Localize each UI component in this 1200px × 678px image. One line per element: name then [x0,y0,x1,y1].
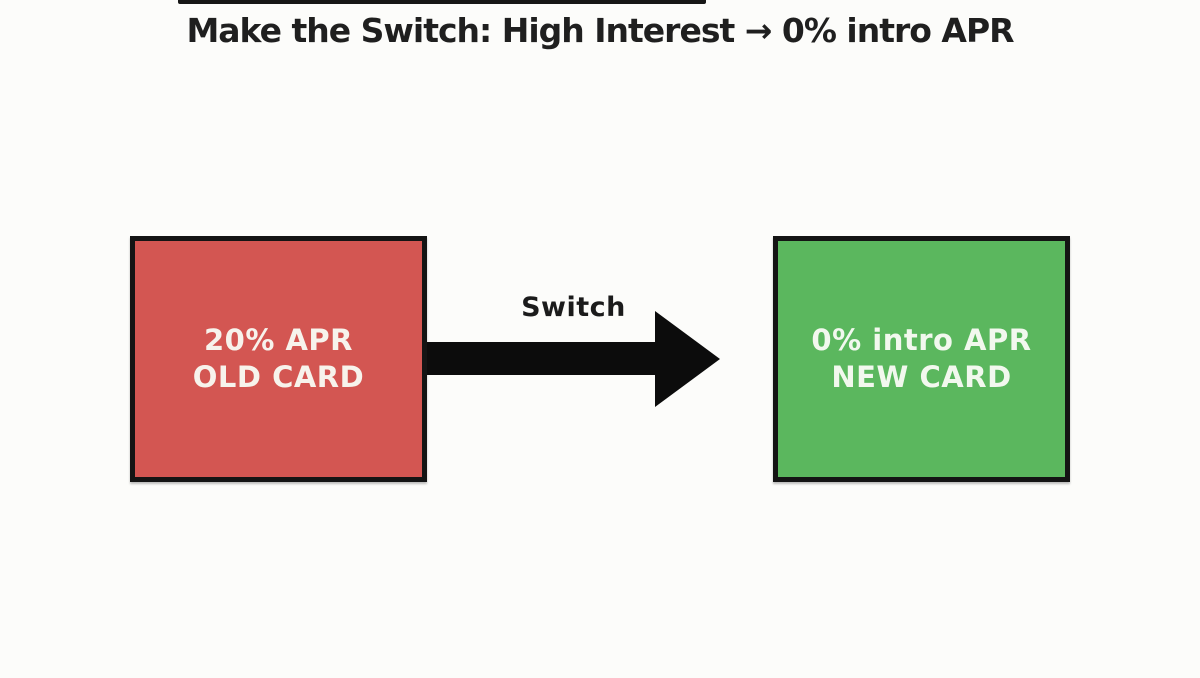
diagram-title: Make the Switch: High Interest → 0% intr… [186,11,1014,50]
old-card-box: 20% APR OLD CARD [130,236,427,482]
arrow-label: Switch [521,292,626,323]
switch-arrow-shape [427,311,720,407]
old-card-apr-text: 20% APR [203,323,354,357]
switch-arrow-icon [427,311,720,407]
new-card-box: 0% intro APR NEW CARD [773,236,1070,482]
top-bar-fragment [178,0,706,4]
new-card-name-text: NEW CARD [831,360,1012,394]
old-card-name-text: OLD CARD [192,360,365,394]
new-card-apr-text: 0% intro APR [811,323,1032,357]
